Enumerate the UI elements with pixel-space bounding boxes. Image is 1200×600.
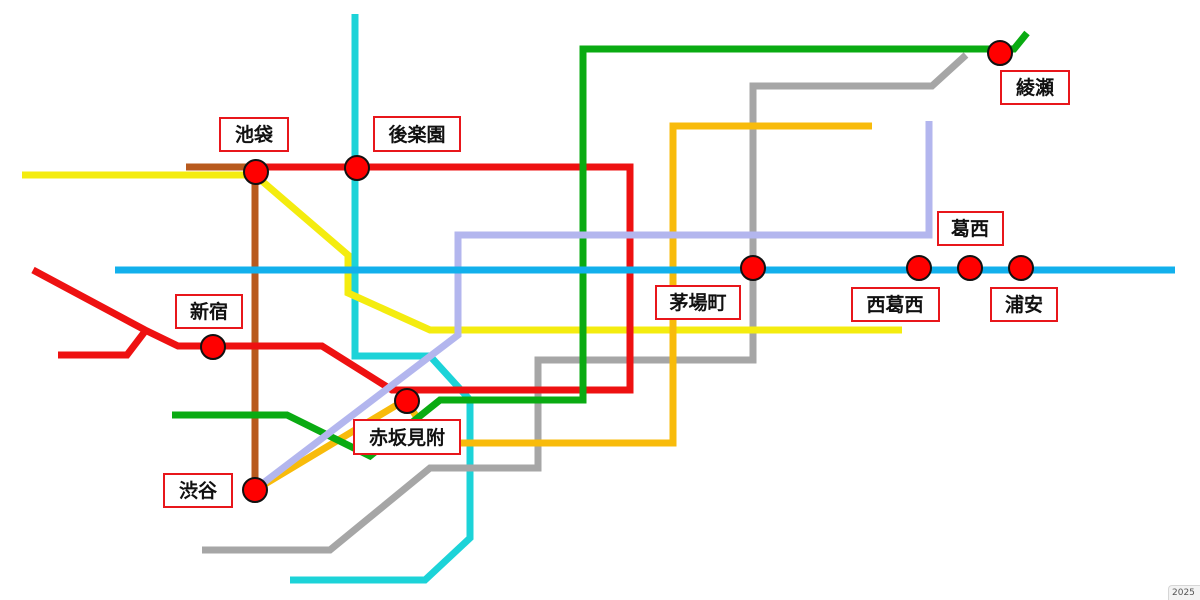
route-line-red-branch	[58, 327, 149, 359]
svg-text:渋谷: 渋谷	[179, 479, 218, 502]
svg-text:茅場町: 茅場町	[669, 291, 726, 314]
station-label-urayasu[interactable]: 浦安	[990, 287, 1058, 322]
station-marker-urayasu[interactable]	[1008, 255, 1034, 281]
station-marker-shinjuku[interactable]	[200, 334, 226, 360]
station-marker-ayase[interactable]	[987, 40, 1013, 66]
svg-text:西葛西: 西葛西	[866, 294, 923, 316]
svg-text:浦安: 浦安	[1005, 293, 1043, 316]
svg-text:綾瀬: 綾瀬	[1016, 76, 1054, 99]
station-label-ikebukuro[interactable]: 池袋	[219, 117, 289, 152]
station-label-ayase[interactable]: 綾瀬	[1000, 70, 1070, 105]
station-label-kasai[interactable]: 葛西	[937, 211, 1004, 246]
route-line-cyan	[290, 14, 474, 584]
station-label-shinjuku[interactable]: 新宿	[175, 294, 243, 329]
svg-text:後楽園: 後楽園	[388, 123, 445, 146]
route-line-orange	[253, 122, 872, 494]
station-marker-kayabacho[interactable]	[740, 255, 766, 281]
route-line-green	[172, 30, 1030, 461]
route-line-red-main	[31, 163, 634, 394]
route-line-yellow	[22, 171, 902, 334]
station-marker-akasaka-mitsuke[interactable]	[394, 388, 420, 414]
station-label-shibuya[interactable]: 渋谷	[163, 473, 233, 508]
svg-text:葛西: 葛西	[950, 218, 989, 240]
station-marker-korakuen[interactable]	[344, 155, 370, 181]
svg-text:池袋: 池袋	[235, 123, 274, 146]
svg-text:赤坂見附: 赤坂見附	[369, 426, 445, 449]
footer-tag: 2025	[1168, 585, 1200, 600]
svg-text:新宿: 新宿	[190, 300, 228, 323]
route-line-lavender	[255, 121, 933, 490]
station-label-akasaka-mitsuke[interactable]: 赤坂見附	[353, 419, 461, 455]
station-marker-shibuya[interactable]	[242, 477, 268, 503]
route-line-gray	[202, 52, 969, 554]
station-marker-ikebukuro[interactable]	[243, 159, 269, 185]
station-marker-nishi-kasai[interactable]	[906, 255, 932, 281]
station-label-korakuen[interactable]: 後楽園	[373, 116, 461, 152]
station-marker-kasai[interactable]	[957, 255, 983, 281]
station-label-nishi-kasai[interactable]: 西葛西	[851, 287, 940, 322]
station-label-kayabacho[interactable]: 茅場町	[655, 285, 741, 320]
